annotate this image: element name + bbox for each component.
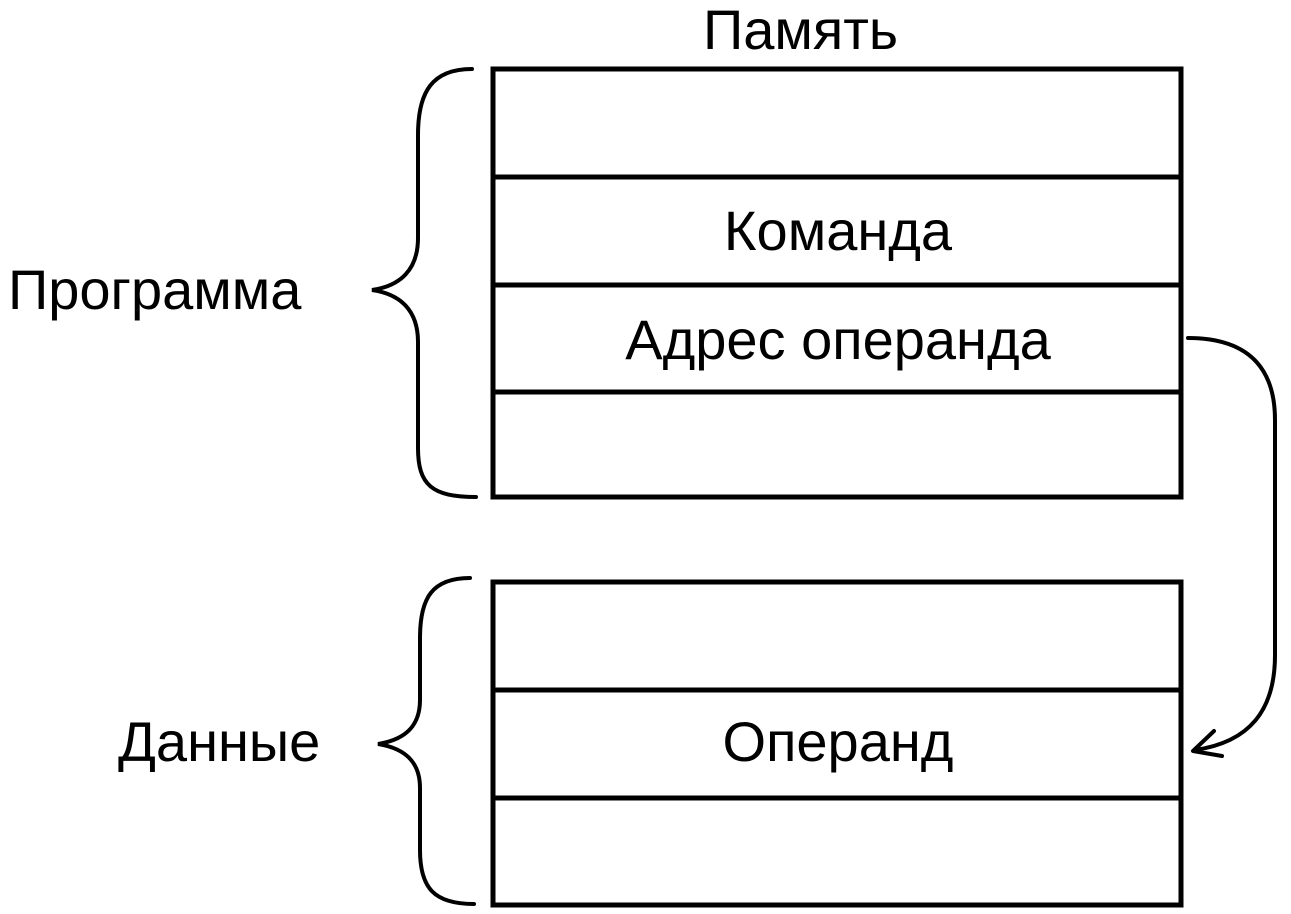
pointer-arrow — [1186, 336, 1277, 758]
pointer-arrowhead — [1191, 729, 1224, 758]
command-cell-label: Команда — [723, 199, 953, 262]
memory-title: Память — [703, 0, 899, 61]
program-memory-block — [490, 66, 1184, 500]
data-group-label: Данные — [118, 710, 321, 773]
program-brace — [371, 67, 478, 499]
operand-address-cell-label: Адрес операнда — [625, 308, 1051, 371]
pointer-arrow-line — [1186, 336, 1277, 752]
operand-cell-label: Операнд — [722, 710, 954, 773]
data-memory-block — [490, 579, 1184, 908]
data-brace — [377, 576, 476, 906]
program-group-label: Программа — [8, 258, 302, 321]
data-block-outline — [490, 579, 1184, 908]
